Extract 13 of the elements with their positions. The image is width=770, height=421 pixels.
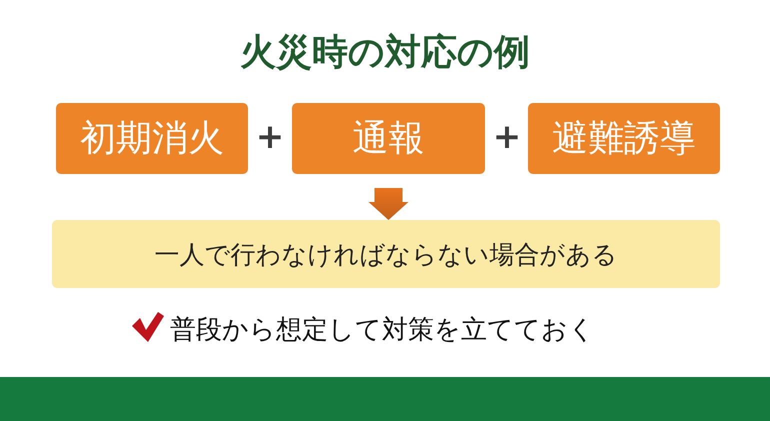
node-text: 避難誘導 (552, 117, 696, 161)
tip-text: 普段から想定して対策を立てておく (170, 315, 595, 345)
action-box (528, 103, 720, 174)
arrow (368, 188, 408, 220)
title: 火災時の対応の例 (240, 32, 530, 73)
node-text: 初期消火 (80, 117, 224, 161)
action-box (292, 103, 485, 174)
plus-sign: + (256, 117, 284, 157)
node-text: 通報 (352, 117, 424, 161)
plus-sign: + (492, 117, 522, 157)
node-text: 一人で行わなければならない場合がある (154, 238, 618, 270)
note-box (52, 220, 720, 288)
action-box (56, 103, 248, 174)
